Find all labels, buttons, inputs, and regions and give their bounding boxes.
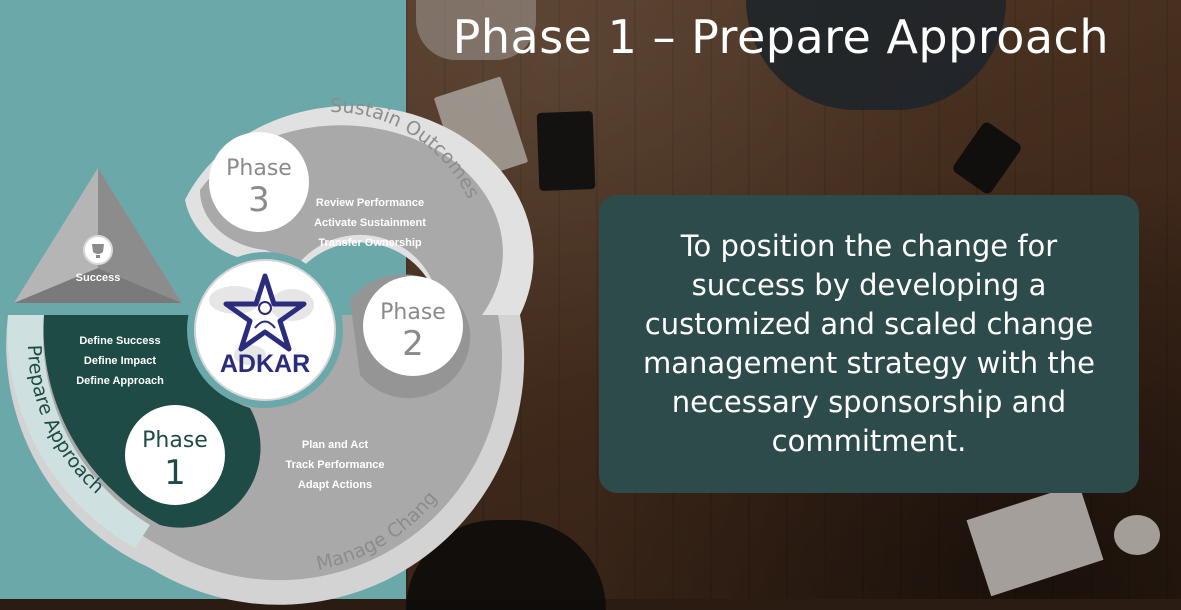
- phase1-circle: [125, 405, 225, 505]
- phase1-item: Define Approach: [76, 375, 164, 387]
- phase2-number: 2: [402, 324, 424, 364]
- phase2-item: Track Performance: [285, 459, 384, 471]
- phase2-item: Plan and Act: [302, 439, 369, 451]
- phase1-number: 1: [164, 453, 186, 493]
- adkar-phase-diagram: Success ADKAR Phase 3 Phase 2 Phase 1 Re…: [0, 0, 534, 605]
- phase3-item: Activate Sustainment: [314, 217, 426, 229]
- adkar-logo-text: ADKAR: [220, 350, 310, 378]
- page-title: Phase 1 – Prepare Approach: [452, 10, 1109, 64]
- phase3-word: Phase: [226, 156, 292, 181]
- phase3-number: 3: [248, 180, 270, 220]
- star-person-icon: [223, 273, 307, 352]
- success-triangle: Success: [14, 168, 182, 303]
- phase2-circle: [363, 276, 463, 376]
- phase2-word: Phase: [380, 300, 446, 325]
- phase3-circle: [209, 132, 309, 232]
- phase3-item: Review Performance: [316, 197, 424, 209]
- phase3-item: Transfer Ownership: [318, 237, 422, 249]
- phase1-item: Define Impact: [84, 355, 156, 367]
- triangle-label: Success: [76, 272, 121, 284]
- phase1-item: Define Success: [79, 335, 160, 347]
- person-top-left: [416, 0, 536, 60]
- objective-text: To position the change for success by de…: [643, 229, 1095, 458]
- prepare-ring: [7, 315, 151, 548]
- objective-box: To position the change for success by de…: [599, 195, 1139, 493]
- phase1-word: Phase: [142, 428, 208, 453]
- phase2-item: Adapt Actions: [298, 479, 372, 491]
- cup-shape: [1114, 515, 1160, 555]
